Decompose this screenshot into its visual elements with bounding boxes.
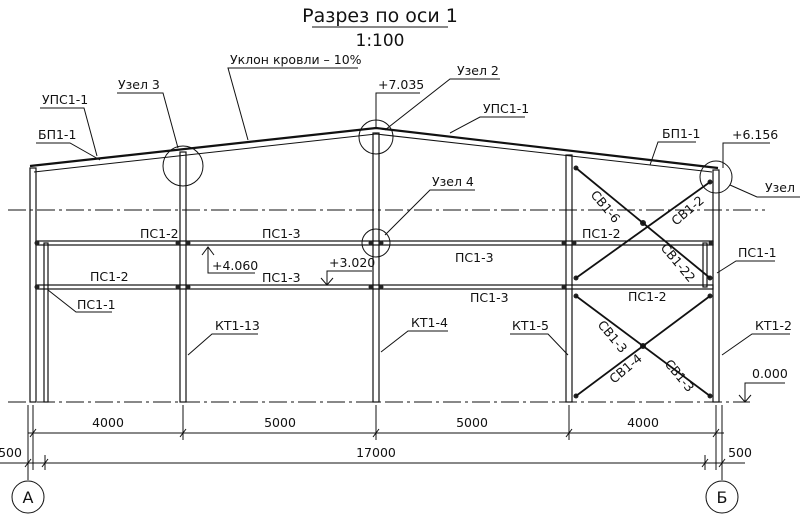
axis-marker-a — [11, 480, 45, 514]
bracing — [575, 167, 711, 397]
level-ridge: +7.035 — [378, 77, 424, 92]
bolt-nodes — [34, 165, 714, 399]
column-kt1-13 — [179, 151, 187, 403]
label-column: КТ1-2 — [755, 318, 792, 333]
roof — [29, 126, 719, 173]
label-ups-left: УПС1-1 — [42, 92, 88, 107]
label-girt: ПС1-3 — [470, 290, 509, 305]
level-girt-top: +4.060 — [212, 258, 258, 273]
dim-bay-1: 4000 — [92, 415, 124, 430]
label-post-left: ПС1-1 — [77, 297, 116, 312]
label-girt: ПС1-3 — [455, 250, 494, 265]
label-girt: ПС1-3 — [262, 270, 301, 285]
axis-marker-b — [705, 480, 739, 514]
label-girt: ПС1-2 — [90, 269, 129, 284]
label-post-right: ПС1-1 — [738, 245, 777, 260]
column-kt1-4 — [372, 132, 380, 403]
label-node-1: Узел 1 — [765, 180, 800, 195]
label-column: КТ1-5 — [512, 318, 549, 333]
level-ground: 0.000 — [752, 366, 788, 381]
dim-left-offset: 500 — [0, 445, 22, 460]
label-girt: ПС1-2 — [140, 226, 179, 241]
dim-bay-3: 5000 — [456, 415, 488, 430]
post-ps1-1-left — [43, 242, 49, 403]
dim-right-offset: 500 — [728, 445, 752, 460]
dimension-lines — [0, 405, 745, 480]
level-girt-bottom: +3.020 — [329, 255, 375, 270]
dim-bay-2: 5000 — [264, 415, 296, 430]
drawing-title: Разрез по оси 1 — [302, 5, 458, 27]
label-girt: ПС1-3 — [262, 226, 301, 241]
post-ps1-1-right — [702, 242, 708, 288]
dim-total: 17000 — [356, 445, 396, 460]
column-kt1-2 — [712, 169, 720, 403]
axis-label-a: А — [23, 488, 34, 507]
axis-label-b: Б — [717, 488, 728, 507]
drawing-scale: 1:100 — [356, 31, 405, 51]
label-node-3: Узел 3 — [118, 77, 160, 92]
label-bp-left: БП1-1 — [38, 127, 76, 142]
label-brace: СВ1-3 — [662, 356, 698, 395]
node-4-circle — [361, 228, 391, 258]
label-column: КТ1-4 — [411, 315, 448, 330]
dim-bay-4: 4000 — [627, 415, 659, 430]
label-roof-slope: Уклон кровли – 10% — [230, 52, 362, 67]
column-kt1-5 — [565, 154, 573, 403]
node-3-circle — [162, 145, 204, 187]
level-eave: +6.156 — [732, 127, 778, 142]
label-node-4: Узел 4 — [432, 174, 474, 189]
label-ups-right: УПС1-1 — [483, 101, 529, 116]
label-node-2: Узел 2 — [457, 63, 499, 78]
column-kt1-1 — [29, 167, 37, 403]
node-1-circle — [699, 160, 733, 194]
label-bp-right: БП1-1 — [662, 126, 700, 141]
label-girt: ПС1-2 — [582, 226, 621, 241]
leader-lines — [36, 67, 800, 403]
label-column: КТ1-13 — [215, 318, 260, 333]
label-girt: ПС1-2 — [628, 289, 667, 304]
